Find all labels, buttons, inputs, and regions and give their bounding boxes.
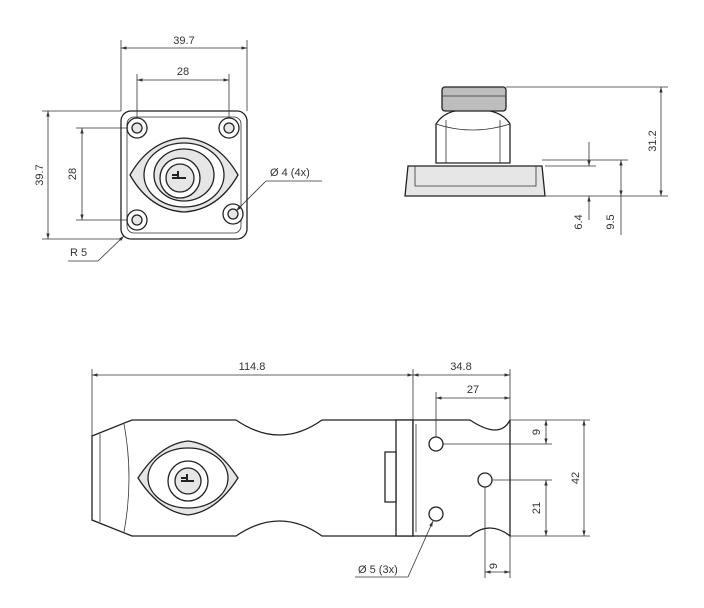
dim-staple-height: 42 (570, 472, 582, 484)
dim-hole-spacing-y: 28 (67, 168, 79, 180)
hinge-knuckle (395, 419, 414, 537)
dim-hole-spacing-x: 28 (177, 66, 189, 78)
dim-top-offset: 9 (531, 429, 543, 435)
hole-callout: Ø 4 (4x) (270, 167, 310, 179)
mounting-holes (126, 117, 244, 231)
staple-plate (412, 419, 511, 538)
dim-height-overall: 39.7 (34, 164, 46, 185)
hasp-keyhole-icon (181, 474, 194, 482)
top-view: 39.7 28 39.7 28 Ø 4 (4x) R 5 (34, 35, 322, 262)
plate-inner-edge (126, 116, 242, 234)
side-view: 31.2 6.4 9.5 (404, 86, 668, 235)
side-cylinder-cap (441, 86, 507, 112)
staple-holes (428, 436, 493, 522)
dim-staple-length: 34.8 (450, 361, 471, 373)
radius-callout: R 5 (70, 247, 87, 259)
dim-base-step: 9.5 (605, 214, 617, 229)
side-base-plate (404, 165, 546, 197)
dim-bottom-offset: 21 (531, 502, 543, 514)
side-lock-body (435, 109, 511, 164)
dim-hasp-length: 114.8 (239, 361, 266, 373)
dim-total-height: 31.2 (647, 130, 659, 151)
dim-side-offset: 9 (488, 563, 500, 569)
dim-base-thickness: 6.4 (573, 214, 585, 229)
keyhole-icon (172, 171, 186, 179)
hasp-hole-callout: Ø 5 (3x) (358, 564, 398, 576)
dim-staple-hole-spacing: 27 (467, 384, 479, 396)
dim-width-overall: 39.7 (173, 35, 194, 47)
hasp-view: 114.8 34.8 27 42 9 21 9 Ø 5 (3x) (91, 361, 590, 578)
